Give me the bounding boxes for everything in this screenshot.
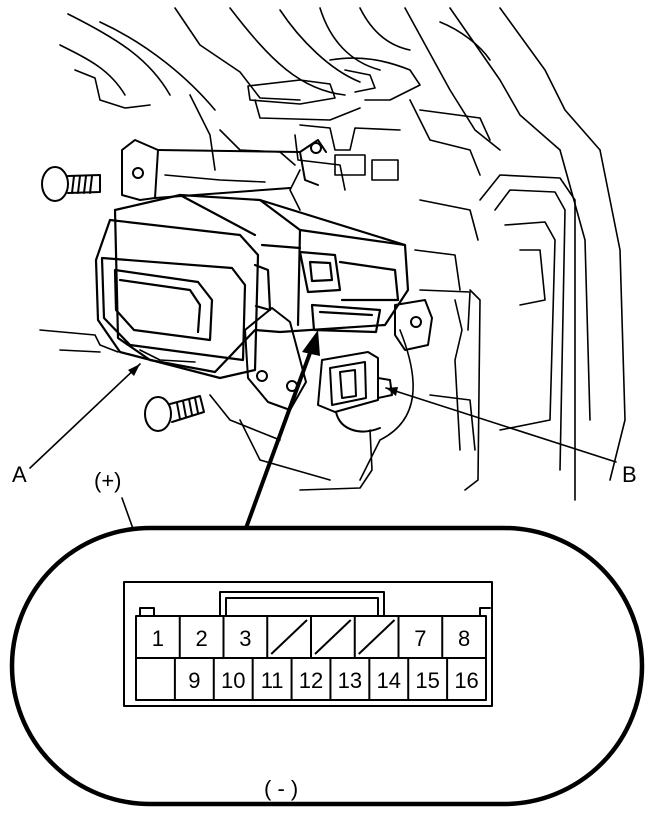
negative-terminal-label: ( - ) — [264, 776, 298, 801]
upper-mounting-bracket — [121, 139, 327, 201]
callout-a-label: A — [12, 462, 27, 487]
lower-screw — [144, 395, 205, 432]
pin-number-13: 13 — [338, 668, 362, 693]
dashboard-background — [39, 7, 626, 501]
leader-line-a — [29, 363, 141, 469]
callout-b-label: B — [622, 462, 637, 487]
unused-pin-slash — [270, 619, 308, 655]
leader-line-b — [385, 387, 617, 463]
positive-terminal-label: (+) — [94, 468, 122, 493]
pin-number-8: 8 — [458, 626, 470, 651]
pin-number-10: 10 — [221, 668, 245, 693]
pin-number-16: 16 — [454, 668, 478, 693]
connector-b — [317, 351, 393, 433]
pin-number-12: 12 — [299, 668, 323, 693]
pin-number-14: 14 — [377, 668, 401, 693]
control-module — [94, 193, 410, 380]
pin-number-7: 7 — [414, 626, 426, 651]
unused-pin-slash — [314, 619, 352, 655]
arrowhead-a — [128, 364, 140, 376]
pin-number-2: 2 — [196, 626, 208, 651]
pin-number-11: 11 — [261, 668, 284, 693]
arrowhead-b — [386, 387, 398, 396]
connector-inset — [9, 525, 645, 807]
upper-screw — [41, 166, 101, 202]
pin-number-1: 1 — [152, 626, 164, 651]
connector-bracket — [394, 299, 433, 351]
pin-number-9: 9 — [188, 668, 200, 693]
pin-number-15: 15 — [415, 668, 439, 693]
connector-location-arrow — [244, 330, 320, 529]
unused-pin-slash — [358, 619, 396, 655]
pin-number-3: 3 — [239, 626, 251, 651]
